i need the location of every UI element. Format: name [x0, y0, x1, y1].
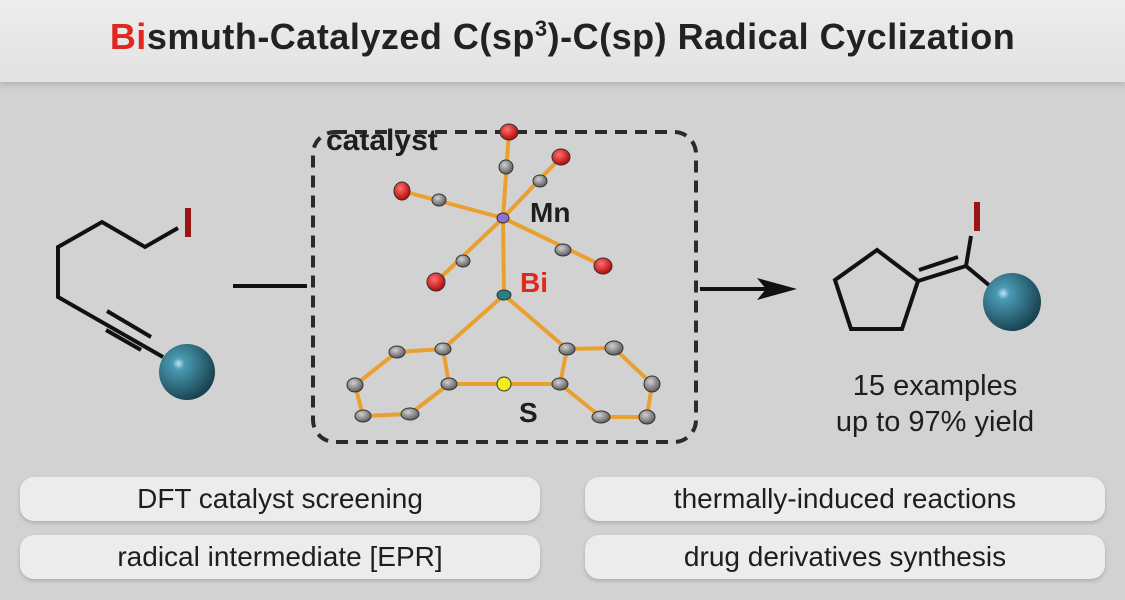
feature-pill: thermally-induced reactions	[585, 477, 1105, 521]
feature-pill: drug derivatives synthesis	[585, 535, 1105, 579]
yield-text: up to 97% yield	[835, 406, 1035, 438]
catalyst-label: catalyst	[326, 124, 438, 157]
bi-atom-label: Bi	[520, 267, 548, 298]
examples-count: 15 examples	[852, 370, 1018, 402]
title-banner	[0, 0, 1125, 82]
reactant-iodine	[185, 208, 191, 237]
feature-pill: DFT catalyst screening	[20, 477, 540, 521]
product-iodine	[974, 202, 980, 231]
product-molecule	[832, 235, 992, 331]
s-atom-label: S	[519, 397, 538, 428]
page-title: Bismuth-Catalyzed C(sp3)-C(sp) Radical C…	[109, 16, 1016, 57]
reaction-arrow	[700, 278, 797, 300]
catalyst-structure	[352, 131, 655, 419]
reactant-substituent-sphere	[159, 344, 215, 400]
reactant-molecule	[56, 219, 179, 359]
product-substituent-sphere	[983, 273, 1041, 331]
mn-atom-label: Mn	[530, 197, 571, 228]
feature-pill: radical intermediate [EPR]	[20, 535, 540, 579]
scope-summary: 15 examples up to 97% yield	[800, 368, 1070, 440]
catalyst-atoms	[346, 123, 661, 425]
